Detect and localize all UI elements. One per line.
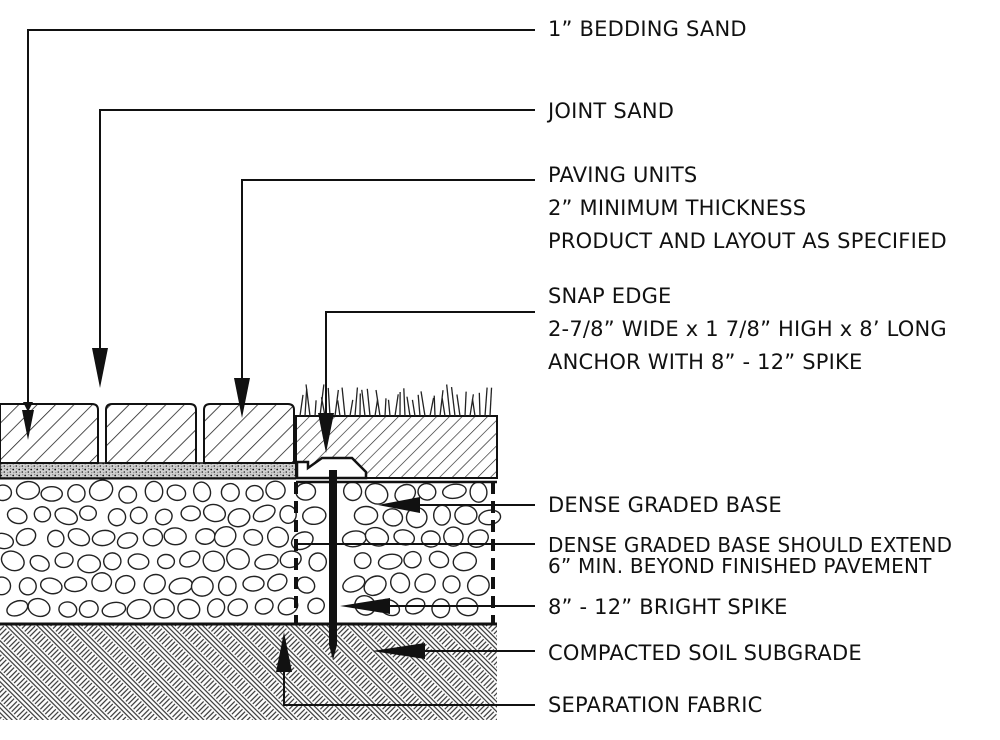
label-snap-edge-title: SNAP EDGE (548, 284, 672, 308)
label-snap-edge-anchor: ANCHOR WITH 8” - 12” SPIKE (548, 350, 862, 374)
label-bright-spike: 8” - 12” BRIGHT SPIKE (548, 595, 788, 619)
paving-units (0, 403, 295, 464)
bedding-sand-layer (0, 462, 297, 479)
label-paving-units-thickness: 2” MINIMUM THICKNESS (548, 196, 806, 220)
label-separation-fabric: SEPARATION FABRIC (548, 693, 762, 717)
label-snap-edge-size: 2-7/8” WIDE x 1 7/8” HIGH x 8’ LONG (548, 317, 947, 341)
snap-edge-restraint (295, 456, 368, 480)
label-paving-units-layout: PRODUCT AND LAYOUT AS SPECIFIED (548, 229, 947, 253)
label-paving-units-title: PAVING UNITS (548, 163, 697, 187)
turf-area (295, 384, 498, 479)
label-base-extend-line1: DENSE GRADED BASE SHOULD EXTEND (548, 533, 952, 557)
label-base-extend-line2: 6” MIN. BEYOND FINISHED PAVEMENT (548, 554, 932, 578)
label-soil-subgrade: COMPACTED SOIL SUBGRADE (548, 641, 862, 665)
bright-spike (329, 470, 337, 660)
dense-graded-base (0, 478, 502, 624)
label-dense-graded-base: DENSE GRADED BASE (548, 493, 782, 517)
label-bedding-sand: 1” BEDDING SAND (548, 17, 747, 41)
leader-lines (22, 29, 535, 706)
label-joint-sand: JOINT SAND (546, 99, 674, 123)
